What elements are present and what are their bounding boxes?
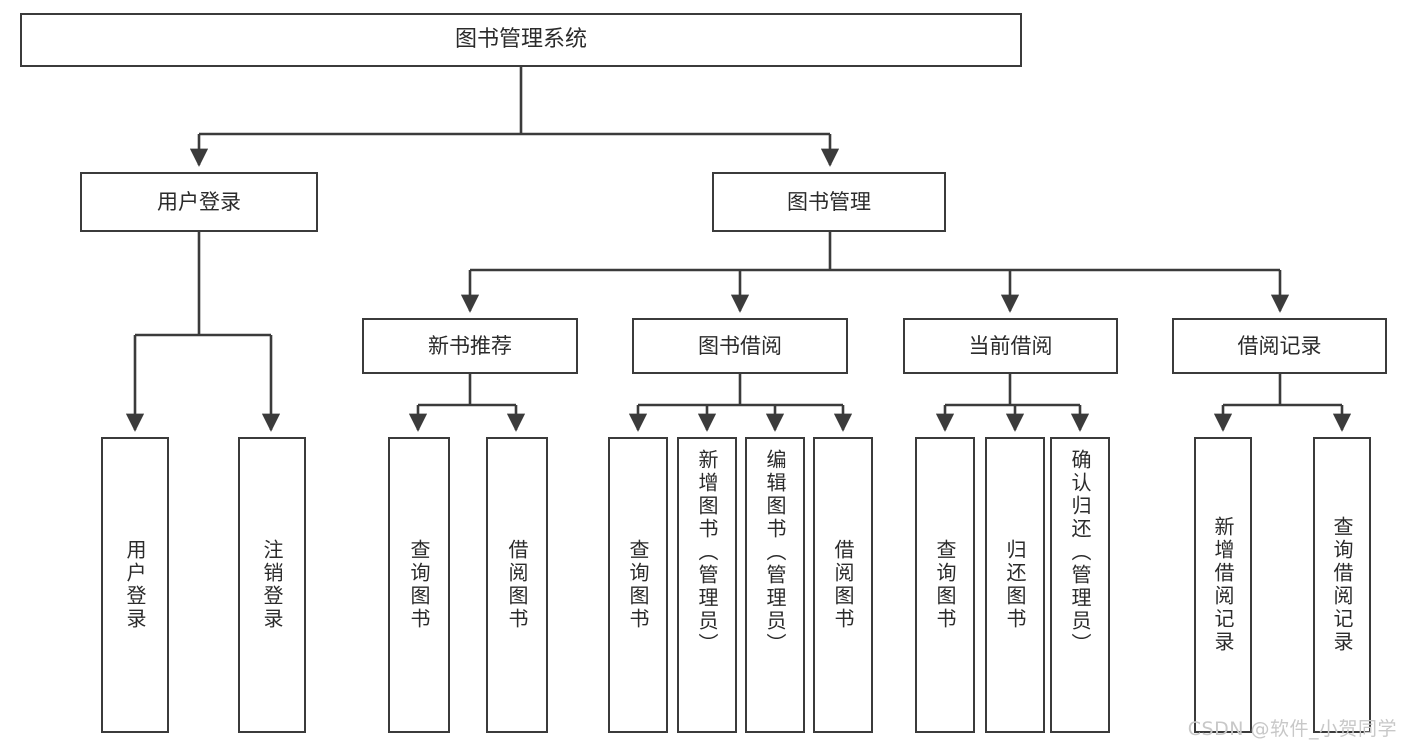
node-book-borrow[interactable]: 图书借阅 [632,318,848,374]
node-book-management-label: 图书管理 [787,189,871,214]
node-leaf-add-book-label: 新增图书（管理员） [695,449,719,656]
node-leaf-query-record-label: 查询借阅记录 [1330,516,1354,654]
node-leaf-query-book-1[interactable]: 查询图书 [388,437,450,733]
node-leaf-confirm-return-label: 确认归还（管理员） [1068,449,1092,656]
node-leaf-query-record[interactable]: 查询借阅记录 [1313,437,1371,733]
node-current-borrow[interactable]: 当前借阅 [903,318,1118,374]
node-current-borrow-label: 当前借阅 [968,333,1053,358]
node-leaf-edit-book[interactable]: 编辑图书（管理员） [745,437,805,733]
node-leaf-edit-book-label: 编辑图书（管理员） [763,449,787,656]
node-leaf-query-book-2[interactable]: 查询图书 [608,437,668,733]
node-leaf-user-login[interactable]: 用户登录 [101,437,169,733]
node-new-book-recommend-label: 新书推荐 [428,333,512,358]
node-borrow-record[interactable]: 借阅记录 [1172,318,1387,374]
node-leaf-logout-login[interactable]: 注销登录 [238,437,306,733]
node-leaf-add-record-label: 新增借阅记录 [1211,516,1235,654]
node-book-borrow-label: 图书借阅 [698,333,782,358]
node-leaf-query-book-3[interactable]: 查询图书 [915,437,975,733]
node-leaf-add-record[interactable]: 新增借阅记录 [1194,437,1252,733]
node-root-label: 图书管理系统 [454,27,587,53]
node-leaf-add-book[interactable]: 新增图书（管理员） [677,437,737,733]
node-leaf-borrow-book-1[interactable]: 借阅图书 [486,437,548,733]
node-leaf-query-book-3-label: 查询图书 [933,539,957,631]
node-leaf-return-book[interactable]: 归还图书 [985,437,1045,733]
node-leaf-return-book-label: 归还图书 [1003,539,1027,631]
csdn-watermark: CSDN @软件_小贺同学 [1187,718,1397,740]
node-new-book-recommend[interactable]: 新书推荐 [362,318,578,374]
node-user-login-label: 用户登录 [157,189,241,214]
node-root[interactable]: 图书管理系统 [20,13,1022,67]
node-leaf-query-book-1-label: 查询图书 [407,539,431,631]
node-leaf-borrow-book-2[interactable]: 借阅图书 [813,437,873,733]
node-user-login[interactable]: 用户登录 [80,172,318,232]
node-leaf-query-book-2-label: 查询图书 [626,539,650,631]
node-book-management[interactable]: 图书管理 [712,172,946,232]
node-borrow-record-label: 借阅记录 [1237,333,1322,358]
node-leaf-user-login-label: 用户登录 [123,539,147,631]
node-leaf-logout-login-label: 注销登录 [260,539,284,631]
node-leaf-borrow-book-2-label: 借阅图书 [831,539,855,631]
node-leaf-borrow-book-1-label: 借阅图书 [505,539,529,631]
node-leaf-confirm-return[interactable]: 确认归还（管理员） [1050,437,1110,733]
